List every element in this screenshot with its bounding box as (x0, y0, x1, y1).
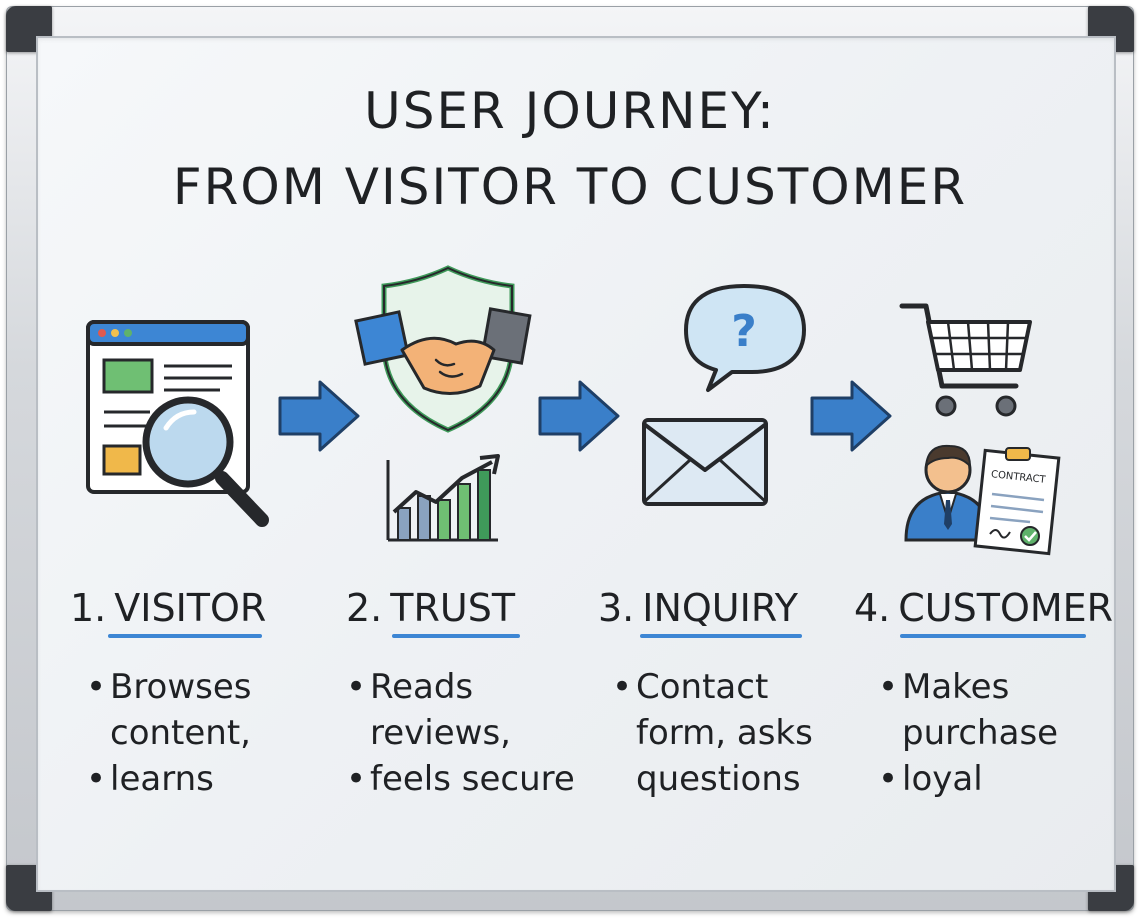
bullet-line: questions (636, 759, 801, 799)
stage-trust-bullets: •Reads reviews, •feels secure (346, 664, 575, 802)
arrow-icon-1 (278, 380, 360, 452)
stage-customer-title: 4.CUSTOMER (854, 586, 1113, 630)
stage-number: 3. (598, 586, 635, 630)
stage-trust-underline (392, 634, 520, 638)
arrow-icon-3 (810, 380, 892, 452)
bullet-line: reviews, (370, 713, 511, 753)
bullet-line: •Reads (346, 667, 474, 707)
stage-visitor-title: 1.VISITOR (70, 586, 266, 630)
arrow-icon-2 (538, 380, 620, 452)
stage-name: TRUST (390, 586, 516, 630)
shield-handshake-icon (354, 265, 532, 433)
bullet-line: •feels secure (346, 759, 575, 799)
stage-inquiry-underline (640, 634, 802, 638)
bullet-line: •Contact (612, 667, 769, 707)
diagram-title-line-1: USER JOURNEY: (364, 82, 776, 140)
stage-number: 2. (346, 586, 383, 630)
bullet-line: form, asks (636, 713, 813, 753)
stage-customer-underline (900, 634, 1086, 638)
customer-avatar-icon (904, 444, 992, 542)
contract-document-icon: CONTRACT (973, 447, 1061, 556)
bullet-line: •learns (86, 759, 214, 799)
stage-inquiry-title: 3.INQUIRY (598, 586, 798, 630)
magnifier-icon (142, 396, 269, 527)
stage-visitor-underline (108, 634, 262, 638)
growth-chart-icon (386, 454, 500, 542)
stage-customer-bullets: •Makes purchase •loyal (878, 664, 1058, 802)
stage-name: INQUIRY (642, 586, 799, 630)
stage-name: CUSTOMER (898, 586, 1114, 630)
stage-inquiry-bullets: •Contact form, asks questions (612, 664, 813, 802)
bullet-line: •Browses (86, 667, 252, 707)
shopping-cart-icon (899, 303, 1032, 417)
stage-name: VISITOR (114, 586, 267, 630)
envelope-icon (642, 418, 768, 506)
stage-visitor-bullets: •Browses content, •learns (86, 664, 252, 802)
stage-number: 1. (70, 586, 107, 630)
question-bubble-icon: ? (684, 284, 806, 392)
bullet-line: •loyal (878, 759, 983, 799)
bullet-line: content, (110, 713, 251, 753)
stage-trust-title: 2.TRUST (346, 586, 515, 630)
bullet-line: purchase (902, 713, 1059, 753)
bullet-line: •Makes (878, 667, 1010, 707)
question-mark: ? (731, 306, 757, 357)
diagram-title-line-2: FROM VISITOR TO CUSTOMER (172, 158, 968, 216)
stage-number: 4. (854, 586, 891, 630)
